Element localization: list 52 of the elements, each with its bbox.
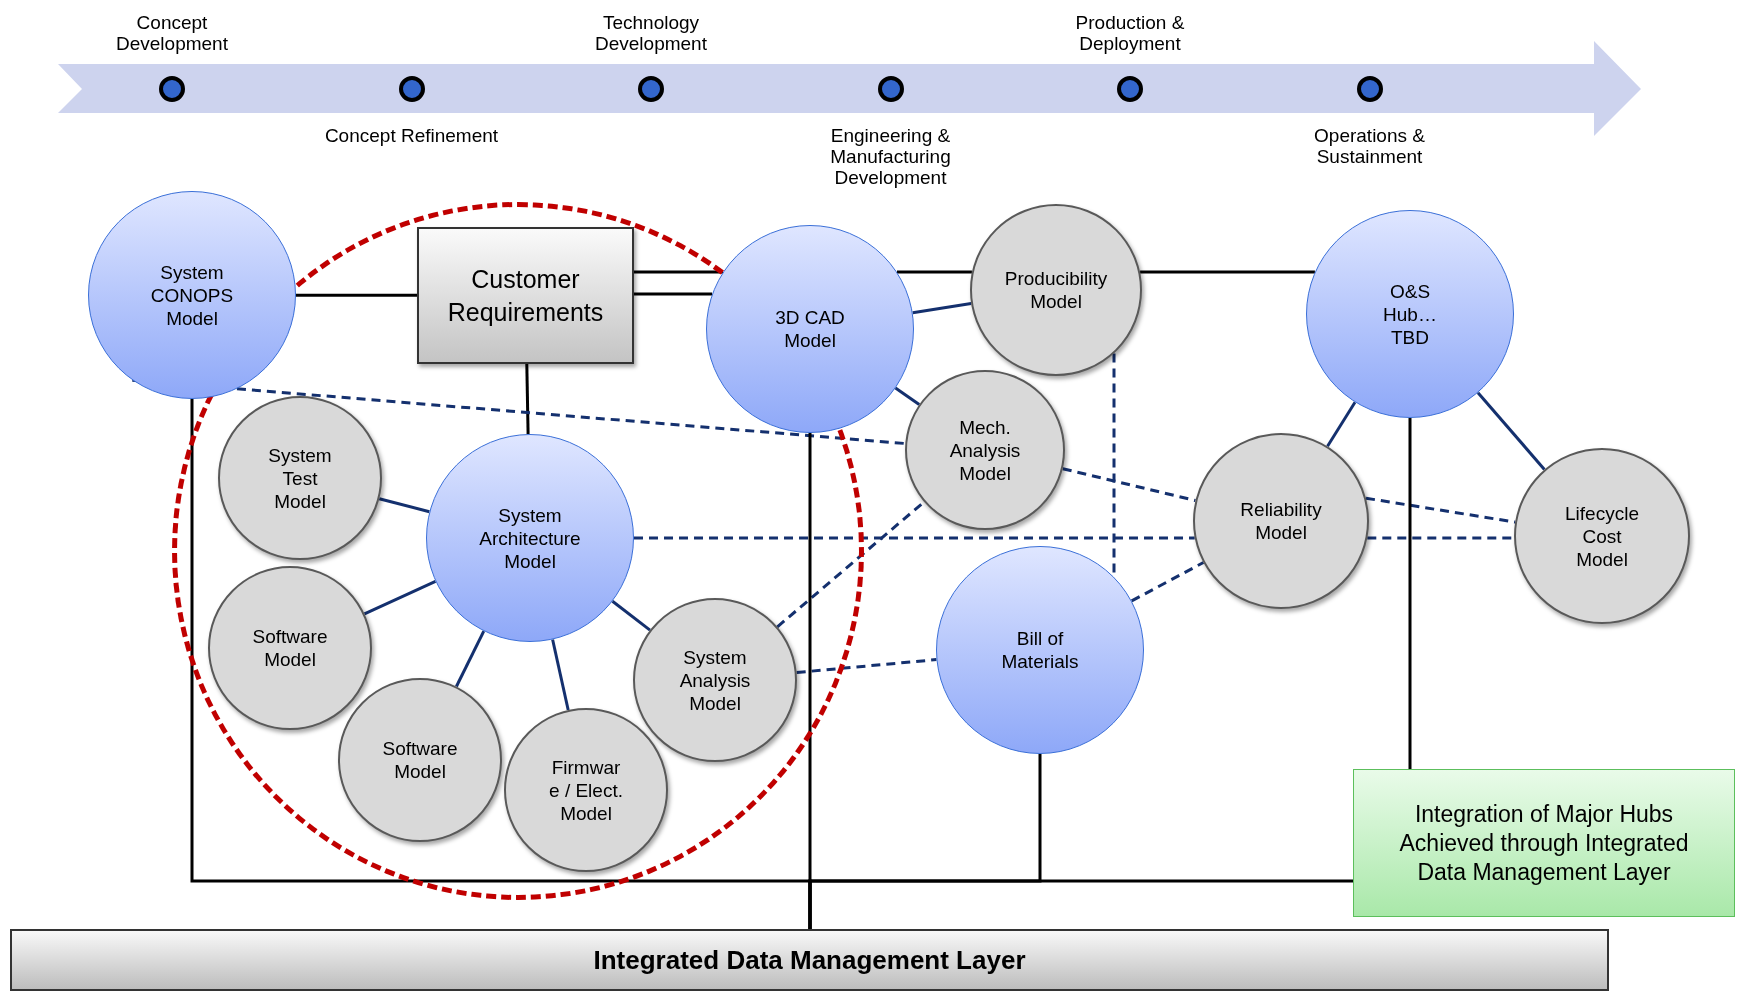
data-layer-bar — [10, 929, 1609, 991]
node-label: System Architecture Model — [478, 503, 582, 573]
connector-line — [525, 363, 530, 435]
connector-line — [363, 579, 437, 616]
phase-label: Operations & Sustainment — [1313, 125, 1426, 167]
phase-label: Concept Refinement — [323, 125, 500, 146]
node-label: Bill of Materials — [1000, 627, 1080, 673]
requirements-box — [417, 227, 634, 364]
connector-line — [551, 639, 570, 711]
connector-line — [1367, 536, 1514, 540]
node-label: O&S Hub… TBD — [1382, 279, 1438, 349]
model-circle — [905, 370, 1065, 530]
node-label: Producibility Model — [1003, 267, 1109, 313]
connector-line — [1408, 418, 1412, 769]
connector-line — [796, 658, 937, 674]
connector-line — [455, 630, 486, 688]
node-label: Lifecycle Cost Model — [1564, 501, 1640, 571]
connector-line — [1131, 561, 1205, 603]
node-label: System CONOPS Model — [149, 260, 235, 330]
node-label: Firmwar e / Elect. Model — [548, 755, 624, 825]
connector-line — [1365, 496, 1516, 524]
connector-line — [1140, 270, 1315, 274]
connector-line — [912, 302, 972, 315]
connector-line — [611, 600, 651, 632]
node-label: Mech. Analysis Model — [948, 415, 1022, 485]
phase-label: Technology Development — [594, 12, 708, 54]
connector-line — [1476, 391, 1546, 471]
phase-label: Production & Deployment — [1074, 12, 1186, 54]
node-label: System Test Model — [267, 443, 333, 513]
node-label: 3D CAD Model — [774, 306, 846, 352]
model-circle — [208, 566, 372, 730]
node-label: Integrated Data Management Layer — [593, 944, 1026, 976]
connector-line — [894, 386, 921, 406]
node-label: Reliability Model — [1239, 498, 1323, 544]
phase-label: Engineering & Manufacturing Development — [829, 125, 952, 188]
connector-line — [132, 378, 906, 445]
connector-line — [897, 270, 972, 274]
connector-line — [1062, 467, 1196, 502]
node-label: Customer Requirements — [446, 263, 605, 328]
connector-line — [378, 497, 430, 514]
connector-line — [1326, 401, 1357, 448]
model-circle — [504, 708, 668, 872]
node-label: Software Model — [251, 625, 329, 671]
node-label: Software Model — [381, 737, 459, 783]
connector-line — [634, 536, 1195, 540]
connector-line — [634, 292, 713, 296]
phase-label: Concept Development — [115, 12, 229, 54]
note-box — [1353, 769, 1735, 917]
node-label: System Analysis Model — [678, 645, 752, 715]
node-label: Integration of Major Hubs Achieved through Integrated Data Management Layer — [1398, 799, 1690, 887]
connector-line — [808, 879, 1353, 929]
connector-line — [296, 293, 417, 297]
